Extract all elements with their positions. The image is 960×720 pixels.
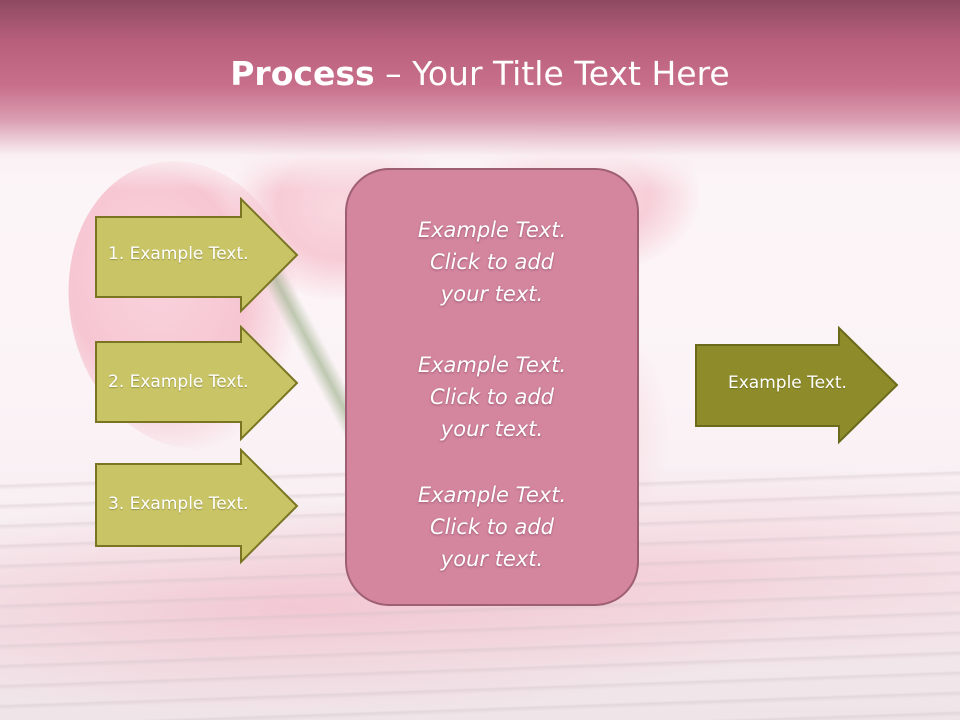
- arrow-right-shape: [95, 448, 299, 565]
- center-paragraph: Example Text. Click to add your text.: [347, 479, 637, 575]
- title-bold: Process: [230, 54, 375, 93]
- slide-title[interactable]: Process – Your Title Text Here: [0, 52, 960, 96]
- center-line: Click to add: [429, 515, 554, 539]
- step-arrow-label: 3. Example Text.: [108, 494, 249, 514]
- step-arrow-2[interactable]: 2. Example Text.: [95, 325, 300, 443]
- result-arrow[interactable]: Example Text.: [695, 326, 900, 446]
- arrow-right-shape: [95, 197, 299, 314]
- center-line: your text.: [440, 282, 544, 306]
- center-line: Example Text.: [417, 218, 567, 242]
- center-line: your text.: [440, 547, 544, 571]
- step-arrow-label: 1. Example Text.: [108, 244, 249, 264]
- center-paragraph: Example Text. Click to add your text.: [347, 214, 637, 310]
- step-arrow-label: 2. Example Text.: [108, 372, 249, 392]
- step-arrow-3[interactable]: 3. Example Text.: [95, 448, 300, 566]
- center-text-box[interactable]: Example Text. Click to add your text. Ex…: [345, 168, 639, 606]
- center-line: Click to add: [429, 250, 554, 274]
- result-arrow-label: Example Text.: [728, 373, 847, 393]
- step-arrow-1[interactable]: 1. Example Text.: [95, 197, 300, 315]
- center-line: Click to add: [429, 385, 554, 409]
- arrow-right-shape: [695, 326, 899, 445]
- arrow-right-shape: [95, 325, 299, 442]
- center-line: Example Text.: [417, 483, 567, 507]
- title-rest: Your Title Text Here: [412, 54, 730, 93]
- title-dash: –: [374, 54, 413, 93]
- center-line: your text.: [440, 417, 544, 441]
- center-paragraph: Example Text. Click to add your text.: [347, 349, 637, 445]
- title-band: [0, 0, 960, 190]
- center-line: Example Text.: [417, 353, 567, 377]
